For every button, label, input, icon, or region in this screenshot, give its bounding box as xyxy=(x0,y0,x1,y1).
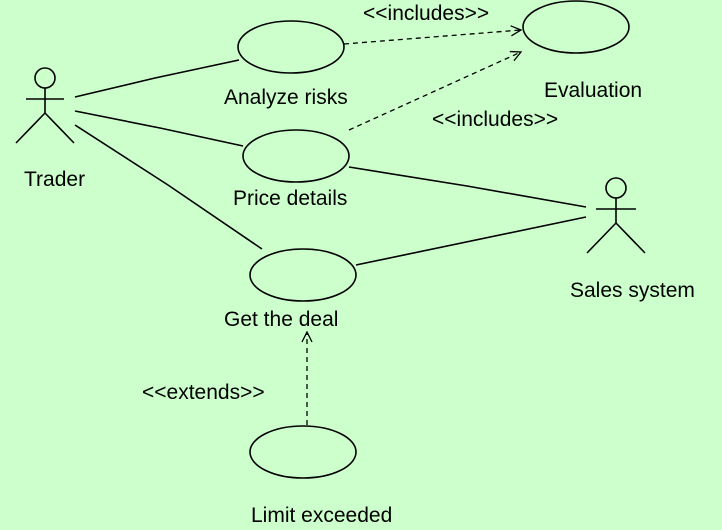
includes-stereotype-mid: <<includes>> xyxy=(432,108,559,131)
get-the-deal-label: Get the deal xyxy=(224,308,339,331)
association-trader-get-the-deal[interactable] xyxy=(74,124,263,250)
use-case-analyze-risks[interactable] xyxy=(237,20,345,74)
association-price-details-sales-system[interactable] xyxy=(348,166,587,208)
association-trader-analyze-risks[interactable] xyxy=(74,59,240,98)
analyze-risks-label: Analyze risks xyxy=(224,86,348,109)
evaluation-label: Evaluation xyxy=(544,79,643,102)
includes-stereotype-top: <<includes>> xyxy=(363,2,490,25)
include-analyze-risks-evaluation[interactable] xyxy=(343,30,521,45)
use-case-evaluation[interactable] xyxy=(522,0,630,54)
limit-exceeded-label: Limit exceeded xyxy=(251,504,393,527)
sales-system-actor-icon[interactable] xyxy=(586,177,646,254)
sales-system-label: Sales system xyxy=(570,279,695,302)
use-case-get-the-deal[interactable] xyxy=(249,248,357,302)
use-case-limit-exceeded[interactable] xyxy=(249,425,357,479)
include-price-details-evaluation[interactable] xyxy=(348,52,521,131)
trader-actor-icon[interactable] xyxy=(15,67,75,144)
extends-stereotype: <<extends>> xyxy=(142,381,265,404)
trader-label: Trader xyxy=(24,168,86,191)
price-details-label: Price details xyxy=(233,187,348,210)
association-trader-price-details[interactable] xyxy=(74,110,244,147)
use-case-price-details[interactable] xyxy=(242,129,350,183)
association-get-the-deal-sales-system[interactable] xyxy=(355,216,587,266)
